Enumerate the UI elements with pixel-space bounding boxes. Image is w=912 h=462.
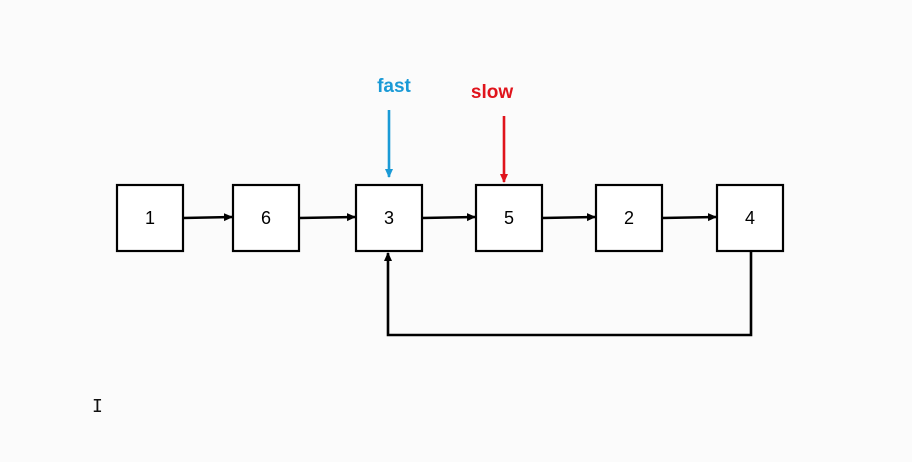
node-box	[231, 183, 301, 253]
fast-pointer-label: fast	[377, 76, 411, 97]
node-box	[474, 183, 544, 253]
text-cursor-icon: I	[92, 396, 103, 417]
slow-pointer: slow	[471, 82, 513, 183]
edge-n4-n3-cycle	[384, 251, 753, 337]
node-value: 1	[145, 208, 155, 228]
node-box	[594, 183, 664, 253]
edge-n3-n5	[421, 213, 476, 222]
edge-n6-n3	[298, 213, 356, 222]
slow-pointer-label: slow	[471, 82, 513, 103]
list-node-6: 6	[231, 183, 301, 253]
node-value: 5	[504, 208, 514, 228]
list-node-4: 4	[715, 183, 785, 253]
node-value: 4	[745, 208, 755, 228]
edge-n1-n6	[182, 213, 233, 222]
node-box	[715, 183, 785, 253]
list-node-5: 5	[474, 183, 544, 253]
node-value: 2	[624, 208, 634, 228]
fast-pointer: fast	[377, 76, 412, 178]
node-value: 6	[261, 208, 271, 228]
list-node-1: 1	[115, 183, 185, 253]
list-node-2: 2	[594, 183, 664, 253]
edge-n5-n2	[541, 213, 596, 222]
node-value: 3	[384, 208, 394, 228]
node-box	[354, 183, 424, 253]
list-node-3: 3	[354, 183, 424, 253]
node-box	[115, 183, 185, 253]
edge-n2-n4	[661, 213, 717, 222]
